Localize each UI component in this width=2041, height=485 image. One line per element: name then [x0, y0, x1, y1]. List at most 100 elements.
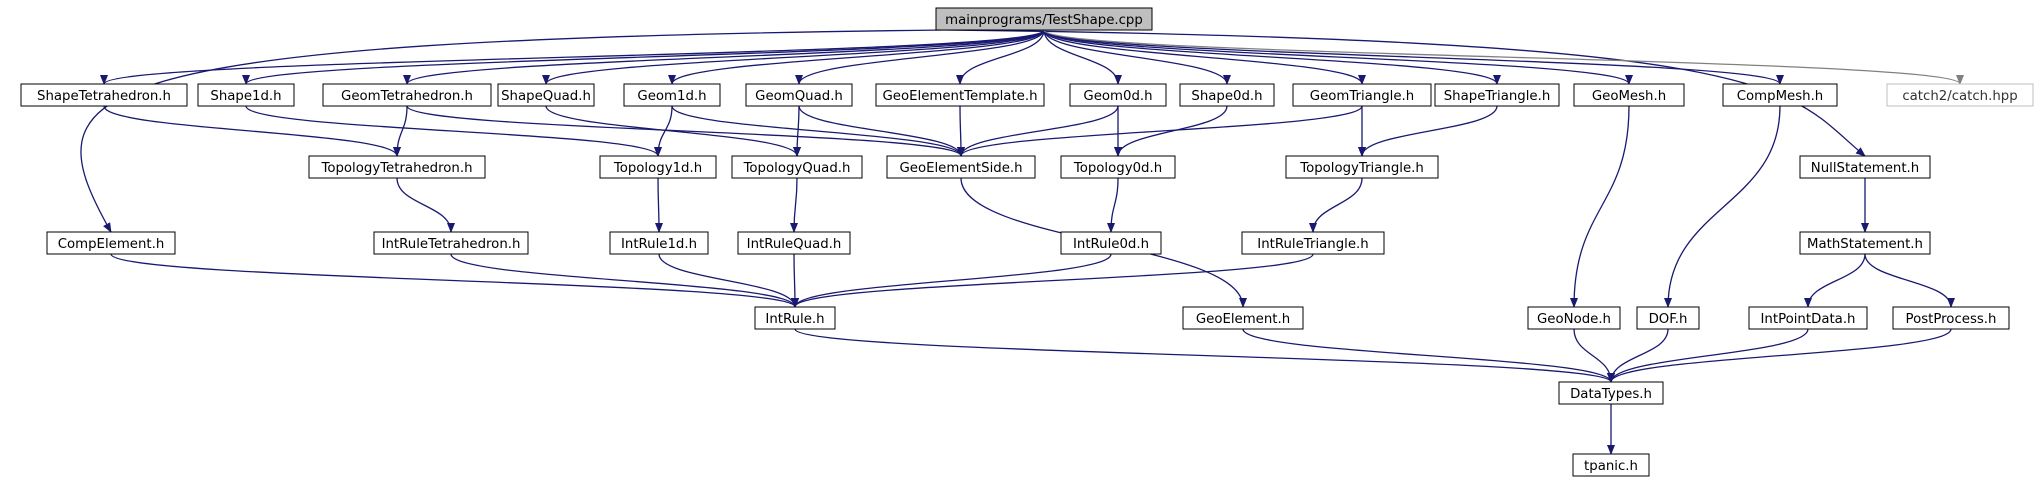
node-irquad[interactable]: IntRuleQuad.h — [737, 231, 851, 255]
node-label: MathStatement.h — [1807, 237, 1923, 252]
node-box — [737, 231, 851, 255]
node-box — [1799, 231, 1931, 255]
node-box — [1285, 155, 1439, 179]
edge-shape1d-to-top1d — [245, 105, 662, 157]
node-label: Geom1d.h — [637, 89, 706, 104]
node-label: Shape0d.h — [1191, 89, 1262, 104]
node-box — [1636, 306, 1700, 330]
node-geom1d[interactable]: Geom1d.h — [623, 83, 721, 107]
node-toptri[interactable]: TopologyTriangle.h — [1285, 155, 1439, 179]
node-top0d[interactable]: Topology0d.h — [1060, 155, 1176, 179]
node-label: ShapeQuad.h — [501, 89, 591, 104]
node-shapequad[interactable]: ShapeQuad.h — [497, 83, 595, 107]
edge-mathstmt-to-ipdata — [1804, 253, 1866, 308]
node-mathstmt[interactable]: MathStatement.h — [1799, 231, 1931, 255]
node-label: IntRuleTetrahedron.h — [382, 237, 521, 252]
node-ir1d[interactable]: IntRule1d.h — [609, 231, 709, 255]
edge-geom1d-to-top1d — [654, 105, 673, 157]
edge-geom1d-to-geoside — [671, 105, 965, 157]
node-label: DataTypes.h — [1570, 387, 1652, 402]
node-datatypes[interactable]: DataTypes.h — [1558, 381, 1664, 405]
node-label: IntPointData.h — [1761, 312, 1856, 327]
node-label: DOF.h — [1649, 312, 1688, 327]
node-geomtet[interactable]: GeomTetrahedron.h — [322, 83, 492, 107]
node-box — [1748, 306, 1868, 330]
node-compmesh[interactable]: CompMesh.h — [1722, 83, 1838, 107]
node-shapetri[interactable]: ShapeTriangle.h — [1434, 83, 1560, 107]
node-geomquad[interactable]: GeomQuad.h — [745, 83, 853, 107]
node-label: tpanic.h — [1584, 459, 1638, 474]
node-box — [1799, 155, 1931, 179]
node-geonode[interactable]: GeoNode.h — [1527, 306, 1621, 330]
file-nodes: mainprograms/TestShape.cppShapeTetrahedr… — [20, 7, 2034, 477]
edge-root-to-geom0d — [1043, 29, 1122, 85]
edge-shapequad-to-topquad — [545, 105, 801, 157]
node-intrule[interactable]: IntRule.h — [754, 306, 836, 330]
node-label: GeoElement.h — [1196, 312, 1290, 327]
edge-root-to-shape0d — [1043, 29, 1231, 85]
node-shape0d[interactable]: Shape0d.h — [1179, 83, 1275, 107]
node-box — [1241, 231, 1385, 255]
node-toptet[interactable]: TopologyTetrahedron.h — [308, 155, 486, 179]
node-geomesh[interactable]: GeoMesh.h — [1573, 83, 1685, 107]
node-geoside[interactable]: GeoElementSide.h — [886, 155, 1036, 179]
node-label: mainprograms/TestShape.cpp — [945, 13, 1143, 28]
node-box — [322, 83, 492, 107]
edge-root-to-compmesh — [1043, 29, 1784, 85]
node-ipdata[interactable]: IntPointData.h — [1748, 306, 1868, 330]
node-box — [20, 83, 188, 107]
node-irtet[interactable]: IntRuleTetrahedron.h — [373, 231, 529, 255]
node-label: IntRule0d.h — [1073, 237, 1149, 252]
node-box — [1434, 83, 1560, 107]
node-label: TopologyTriangle.h — [1299, 161, 1424, 176]
node-root[interactable]: mainprograms/TestShape.cpp — [935, 7, 1153, 31]
node-label: PostProcess.h — [1906, 312, 1997, 327]
node-box — [1069, 83, 1167, 107]
edge-irtri-to-intrule — [791, 253, 1314, 308]
edge-geomtet-to-toptet — [393, 105, 408, 157]
node-box — [731, 155, 863, 179]
node-box — [497, 83, 595, 107]
edge-compel-to-intrule — [110, 253, 799, 308]
node-box — [1060, 231, 1162, 255]
node-box — [1892, 306, 2010, 330]
node-nullstmt[interactable]: NullStatement.h — [1799, 155, 1931, 179]
edge-root-to-geomquad — [795, 29, 1045, 85]
edge-irtet-to-intrule — [450, 253, 799, 308]
node-geotemplate[interactable]: GeoElementTemplate.h — [875, 83, 1045, 107]
edge-geomtet-to-geoside — [406, 105, 965, 157]
node-geoel[interactable]: GeoElement.h — [1182, 306, 1304, 330]
edge-geomesh-to-geonode — [1570, 105, 1630, 308]
edge-compmesh-to-dof — [1664, 105, 1781, 308]
edge-geoel-to-datatypes — [1242, 328, 1615, 383]
node-label: IntRuleTriangle.h — [1257, 237, 1368, 252]
node-box — [373, 231, 529, 255]
node-geom0d[interactable]: Geom0d.h — [1069, 83, 1167, 107]
node-top1d[interactable]: Topology1d.h — [599, 155, 717, 179]
edge-geomtri-to-geoside — [957, 105, 1363, 157]
edge-shapetet-to-toptet — [103, 105, 401, 157]
node-geomtri[interactable]: GeomTriangle.h — [1292, 83, 1432, 107]
node-ir0d[interactable]: IntRule0d.h — [1060, 231, 1162, 255]
edge-shape0d-to-top0d — [1114, 105, 1228, 157]
node-tpanic[interactable]: tpanic.h — [1572, 453, 1650, 477]
node-compel[interactable]: CompElement.h — [46, 231, 176, 255]
node-box — [745, 83, 853, 107]
edge-root-to-geomtet — [403, 29, 1045, 85]
node-dof[interactable]: DOF.h — [1636, 306, 1700, 330]
node-shapetet[interactable]: ShapeTetrahedron.h — [20, 83, 188, 107]
node-shape1d[interactable]: Shape1d.h — [197, 83, 295, 107]
node-catch[interactable]: catch2/catch.hpp — [1886, 83, 2034, 107]
node-box — [197, 83, 295, 107]
node-label: NullStatement.h — [1811, 161, 1919, 176]
node-irtri[interactable]: IntRuleTriangle.h — [1241, 231, 1385, 255]
edge-top1d-to-ir1d — [654, 177, 663, 233]
node-postproc[interactable]: PostProcess.h — [1892, 306, 2010, 330]
node-topquad[interactable]: TopologyQuad.h — [731, 155, 863, 179]
node-label: Topology1d.h — [613, 161, 702, 176]
edge-ipdata-to-datatypes — [1607, 328, 1809, 383]
edge-root-to-geomtri — [1043, 29, 1366, 85]
edge-geomquad-to-topquad — [793, 105, 802, 157]
edge-root-to-shapetet — [100, 29, 1045, 85]
